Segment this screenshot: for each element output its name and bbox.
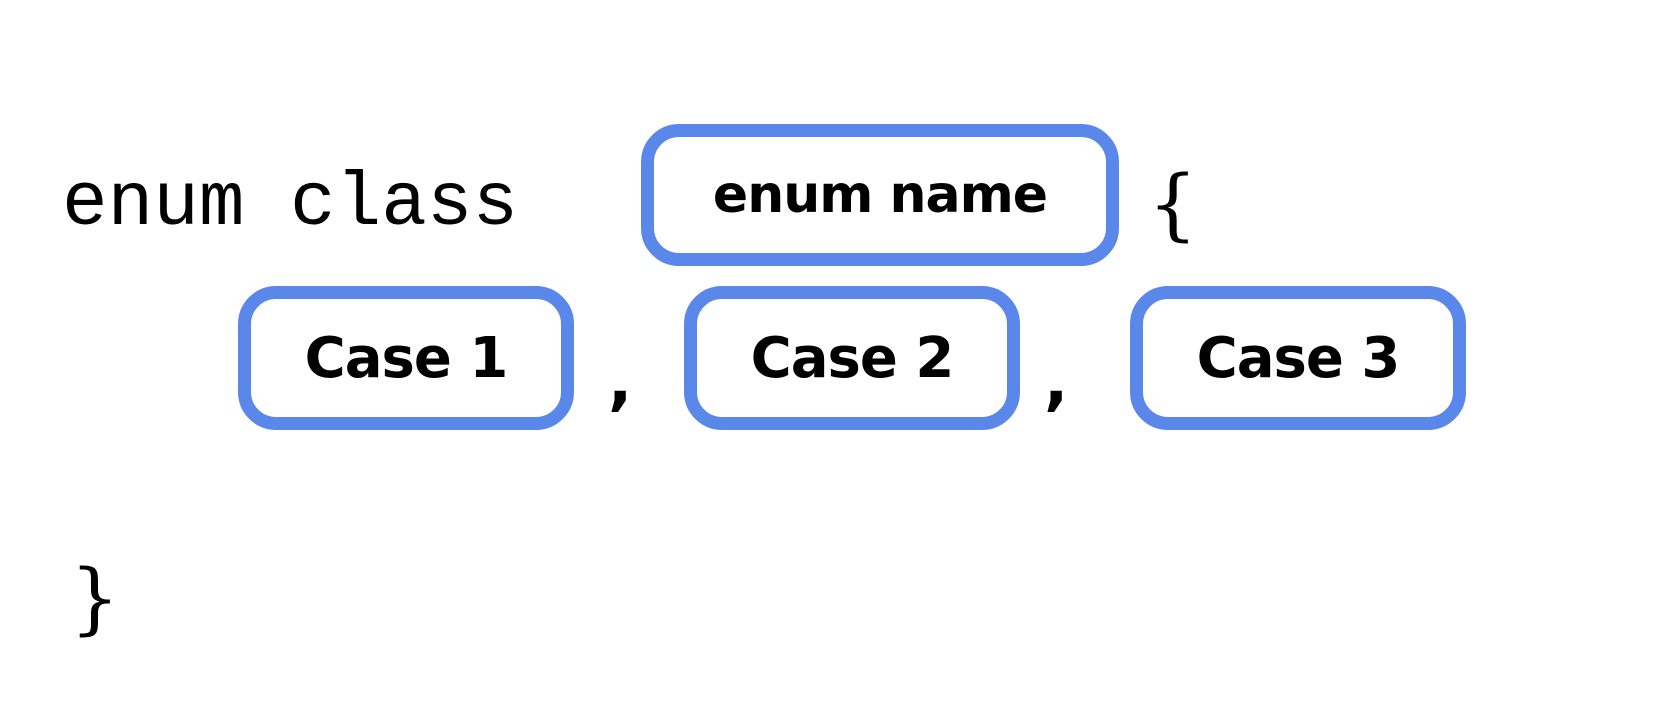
comma-separator-2: ,: [1044, 345, 1069, 419]
case-3-box: Case 3: [1130, 286, 1466, 430]
case-3-label: Case 3: [1196, 325, 1401, 391]
enum-name-placeholder-box: enum name: [641, 124, 1119, 266]
open-brace: {: [1148, 160, 1198, 250]
case-2-box: Case 2: [684, 286, 1020, 430]
comma-separator-1: ,: [608, 345, 633, 419]
enum-name-label: enum name: [712, 165, 1048, 225]
case-1-label: Case 1: [304, 325, 509, 391]
enum-class-keyword: enum class: [62, 161, 519, 247]
case-2-label: Case 2: [750, 325, 955, 391]
close-brace: }: [70, 554, 120, 644]
case-1-box: Case 1: [238, 286, 574, 430]
